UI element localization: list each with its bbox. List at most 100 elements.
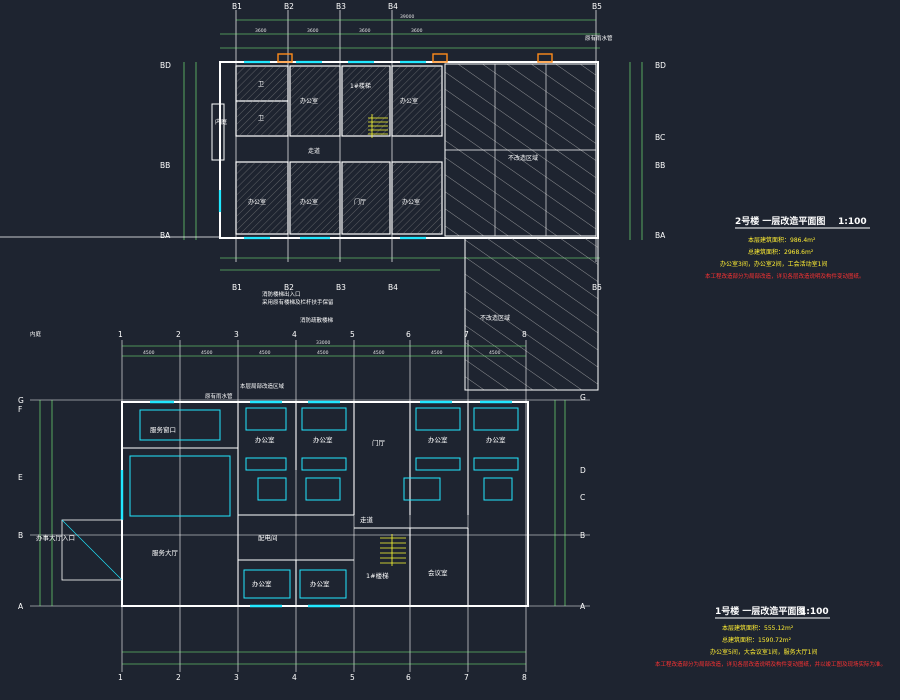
b1-note-local: 本层局部改造区域 — [240, 382, 285, 390]
b1-room-entrance: 办事大厅入口 — [36, 533, 75, 542]
b1-note-rainpipe: 原有雨水管 — [205, 392, 233, 400]
b1-axis-bottom-2: 2 — [176, 673, 181, 682]
b1-info-2: 总建筑面积：1590.72m² — [722, 636, 792, 644]
b1-axis-right-d: D — [580, 466, 586, 475]
b1-title: 1号楼 一层改造平面图 — [715, 605, 805, 617]
b2-nochange-annex — [464, 237, 599, 391]
b2-room-hatches — [237, 67, 441, 233]
b1-axis-left-g: G — [18, 396, 24, 405]
b2-room-r2: 卫 — [258, 115, 264, 122]
b1-axis-top-4: 4 — [292, 330, 297, 339]
b1-axis-bottom-7: 7 — [464, 673, 469, 682]
b1-room-lobby: 门厅 — [372, 438, 386, 447]
b2-warning: 本工程改造部分为局部改造，详见各层改造说明及构件变动图纸。 — [705, 272, 865, 280]
b1-note-fire-stair: 消防疏散楼梯 — [300, 316, 334, 324]
b2-stair — [368, 114, 388, 138]
b1-dim-5: 4500 — [373, 350, 385, 356]
b1-axis-right-b: B — [580, 531, 585, 540]
b2-windows — [218, 60, 426, 240]
b2-dim-4: 3600 — [411, 28, 423, 34]
b1-axis-right-g: G — [580, 393, 586, 402]
b2-axis-left-a: BA — [160, 231, 171, 240]
b1-axis-left-f: F — [18, 405, 22, 414]
b1-info-1: 本层建筑面积：555.12m² — [722, 624, 794, 632]
b2-dim-2: 3600 — [307, 28, 319, 34]
b2-room-nochange-2: 不改造区域 — [480, 314, 510, 322]
b1-axis-top-3: 3 — [234, 330, 239, 339]
b2-total-dim: 39000 — [400, 14, 414, 20]
b2-axis-bottom-1: B1 — [232, 283, 242, 292]
building1-plan: 内庭 1 2 3 4 5 6 7 8 1 2 3 4 5 6 7 8 — [18, 316, 590, 682]
b2-room-r1: 卫 — [258, 81, 264, 88]
b2-axis-top-4: B4 — [388, 2, 398, 11]
b1-warning: 本工程改造部分为局部改造，详见各层改造说明及构件变动图纸，并以竣工图及现场实际为… — [655, 660, 886, 668]
building2-plan: B1 B2 B3 B4 B5 B1 B2 B3 B4 B5 BD BB BA B… — [0, 2, 666, 391]
b2-axis-left-b: BB — [160, 161, 170, 170]
b2-axis-top-1: B1 — [232, 2, 242, 11]
b2-room-stair: 1#楼梯 — [350, 82, 371, 90]
b1-room-meeting: 会议室 — [428, 568, 448, 577]
b2-info-1: 本层建筑面积：986.4m² — [748, 236, 816, 244]
b2-note-rainpipe: 原有雨水管 — [585, 34, 613, 42]
b2-room-office-a: 办公室 — [300, 97, 318, 105]
b2-room-office-c: 办公室 — [248, 198, 266, 206]
b2-axis-right-a: BA — [655, 231, 666, 240]
b2-axis-right-d: BD — [655, 61, 666, 70]
b2-room-office-d: 办公室 — [300, 198, 318, 206]
b1-axis-bottom-4: 4 — [292, 673, 297, 682]
b1-axis-left-b: B — [18, 531, 23, 540]
b1-room-service-window: 服务窗口 — [150, 425, 176, 434]
b1-axis-top-8: 8 — [522, 330, 527, 339]
b2-axis-bottom-2: B2 — [284, 283, 294, 292]
b1-axis-right-a: A — [580, 602, 586, 611]
b2-axis-left-d: BD — [160, 61, 171, 70]
b1-title-block: 1号楼 一层改造平面图 1:100 本层建筑面积：555.12m² 总建筑面积：… — [655, 605, 886, 668]
b1-room-office-3: 办公室 — [428, 435, 448, 444]
b1-axis-top-7: 7 — [464, 330, 469, 339]
b1-axis-bottom-5: 5 — [350, 673, 355, 682]
b2-info-2: 总建筑面积：2968.6m² — [748, 248, 814, 256]
b1-room-stair: 1#楼梯 — [366, 571, 389, 580]
b1-axis-left-e: E — [18, 473, 23, 482]
b2-room-lobby: 门厅 — [354, 198, 366, 206]
b1-room-office-4: 办公室 — [486, 435, 506, 444]
b1-scale: 1:100 — [800, 607, 829, 617]
b2-room-office-b: 办公室 — [400, 97, 418, 105]
b1-axis-top-6: 6 — [406, 330, 411, 339]
b1-dim-6: 4500 — [431, 350, 443, 356]
b2-scale: 1:100 — [838, 217, 867, 227]
b1-axis-left-a: A — [18, 602, 24, 611]
b2-axis-top-2: B2 — [284, 2, 294, 11]
b1-room-office-6: 办公室 — [310, 579, 330, 588]
b1-axis-bottom-8: 8 — [522, 673, 527, 682]
b1-axis-top-5: 5 — [350, 330, 355, 339]
b1-info-3: 办公室5间，大会议室1间，服务大厅1间 — [710, 648, 817, 656]
b1-room-electric: 配电间 — [258, 533, 278, 542]
b1-total-dim: 33000 — [316, 340, 330, 346]
b2-room-corridor: 走道 — [308, 147, 320, 155]
b2-title: 2号楼 一层改造平面图 — [735, 215, 825, 227]
b2-axis-bottom-3: B3 — [336, 283, 346, 292]
b2-room-inner: 内庭 — [215, 118, 227, 126]
b1-entrance-ramp — [61, 519, 123, 581]
b1-axis-top-2: 2 — [176, 330, 181, 339]
b1-north-label: 内庭 — [30, 330, 42, 338]
b1-furniture — [129, 407, 519, 599]
b1-room-corridor: 走道 — [360, 515, 374, 524]
b2-dim-1: 3600 — [255, 28, 267, 34]
b2-vent-marks — [277, 53, 553, 63]
b2-axis-bottom-4: B4 — [388, 283, 398, 292]
b1-dim-1: 4500 — [143, 350, 155, 356]
b2-axis-top-3: B3 — [336, 2, 346, 11]
b2-axis-top-5: B5 — [592, 2, 602, 11]
b1-axis-top-1: 1 — [118, 330, 123, 339]
b1-dim-4: 4500 — [317, 350, 329, 356]
b2-axis-right-c: BC — [655, 133, 665, 142]
b2-info-3: 办公室3间，办公室2间，工会活动室1间 — [720, 260, 827, 268]
b1-stair — [380, 534, 406, 566]
b2-note-fire-stair: 消防楼梯出入口 — [262, 290, 301, 298]
b1-axis-right-c: C — [580, 493, 585, 502]
b2-inner-court — [211, 103, 225, 161]
b1-dim-7: 4500 — [489, 350, 501, 356]
